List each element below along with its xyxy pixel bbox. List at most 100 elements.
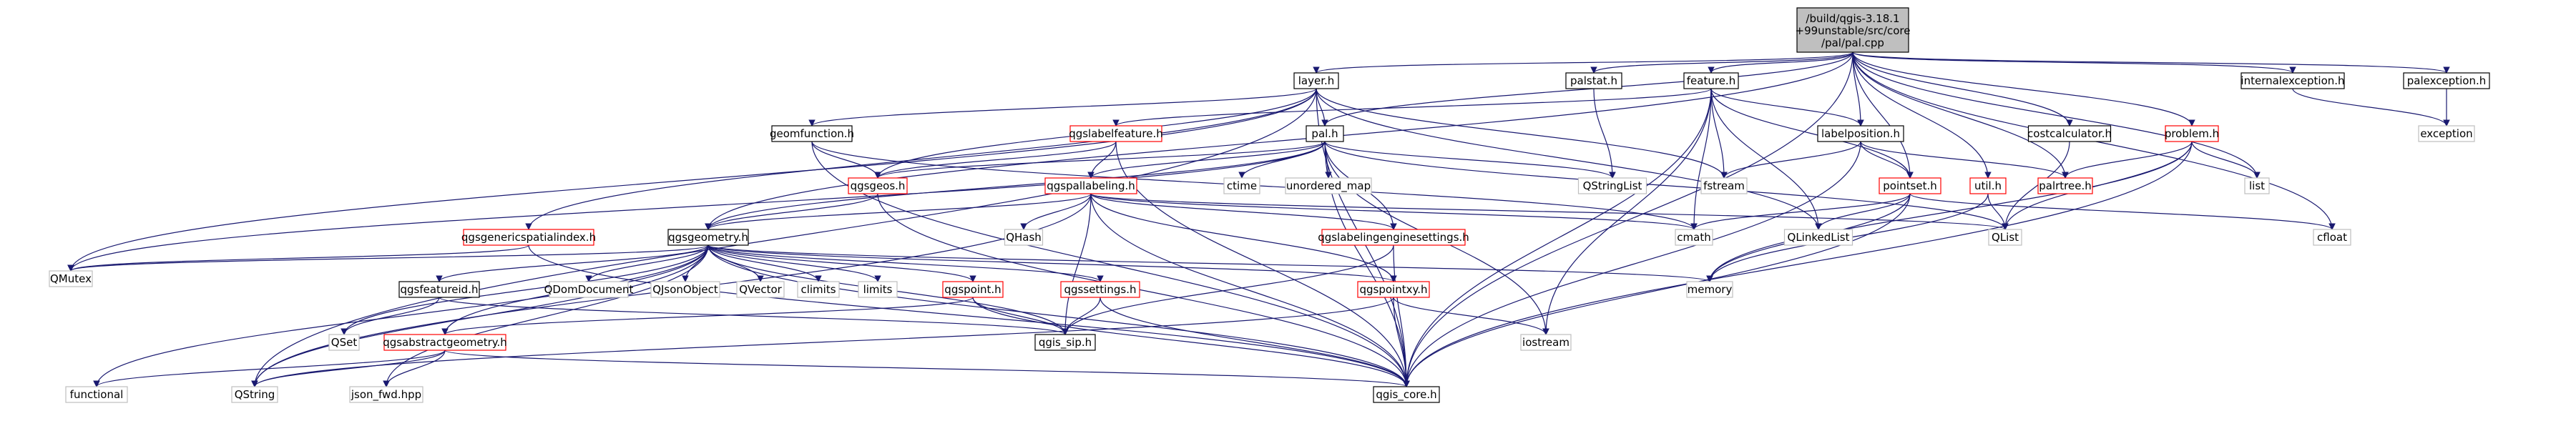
node-box: [1357, 281, 1430, 298]
root-label-line-3: /pal/pal.cpp: [1821, 36, 1884, 49]
edge-qgspoint_h-to-qgis_sip_h: [972, 297, 1069, 335]
node-box: [1988, 229, 2022, 246]
node-qgsfeatureid-h[interactable]: qgsfeatureid.h: [398, 281, 480, 298]
node-box: [1796, 7, 1909, 53]
node-util-h[interactable]: util.h: [1969, 177, 2007, 194]
node-box: [1373, 386, 1440, 403]
node-internalexception-h[interactable]: internalexception.h: [2240, 72, 2345, 89]
node-label: layer.h: [1298, 74, 1335, 87]
edge-root-to-layer_h: [1313, 51, 1853, 74]
node-qgis-sip-h[interactable]: qgis_sip.h: [1034, 334, 1096, 351]
node-qgslabelfeature-h[interactable]: qgslabelfeature.h: [1069, 125, 1163, 142]
node-costcalculator-h[interactable]: costcalculator.h: [2027, 125, 2112, 142]
edge-qgsgeometry_h-to-qstring: [251, 244, 709, 387]
node-palstat-h[interactable]: palstat.h: [1565, 72, 1622, 89]
node-box: [549, 281, 629, 298]
node-box: [349, 386, 423, 403]
node-pointset-h[interactable]: pointset.h: [1879, 177, 1941, 194]
edge-root-to-qgis_core_h: [1403, 51, 1853, 387]
node-pal-h[interactable]: pal.h: [1306, 125, 1344, 142]
node-label: qgsgeos.h: [851, 179, 906, 192]
edge-layer_h-to-geomfunction_h: [808, 88, 1317, 127]
edge-qgssettings_h-to-qgis_core_h: [1100, 297, 1410, 387]
edge-root-to-palexception_h: [1852, 51, 2450, 74]
node-box: [797, 281, 840, 298]
edge-qgsgeometry_h-to-memory: [707, 244, 1713, 282]
node-problem-h[interactable]: problem.h: [2165, 125, 2219, 142]
node-box: [65, 386, 128, 403]
node-label: qgsgeometry.h: [668, 231, 748, 244]
edge-qgspallabeling_h-to-qgslabelingenginesettings_h: [1090, 193, 1397, 230]
edge-qgspointxy_h-to-qgis_core_h: [1393, 297, 1410, 387]
node-layer-h[interactable]: layer.h: [1293, 72, 1339, 89]
node-labelposition-h[interactable]: labelposition.h: [1817, 125, 1904, 142]
node-cfloat: cfloat: [2313, 229, 2351, 246]
node-qgspallabeling-h[interactable]: qgspallabeling.h: [1044, 177, 1137, 194]
node-qgsabstractgeometry-h[interactable]: qgsabstractgeometry.h: [383, 334, 507, 351]
node-label: QDomDocument: [544, 283, 634, 296]
node-qgspointxy-h[interactable]: qgspointxy.h: [1357, 281, 1430, 298]
node-qgsgenericspatialindex-h[interactable]: qgsgenericspatialindex.h: [461, 229, 596, 246]
node-label: qgslabelfeature.h: [1069, 127, 1163, 140]
node-cmath: cmath: [1675, 229, 1713, 246]
edge-pal_h-to-qstringlist: [1324, 141, 1616, 179]
edge-qgsgeometry_h-to-qmutex: [67, 244, 709, 272]
node-box: [1321, 229, 1466, 246]
node-box: [858, 281, 898, 298]
node-box: [1060, 281, 1140, 298]
node-palrtree-h[interactable]: palrtree.h: [2037, 177, 2093, 194]
node-qgis-core-h[interactable]: qgis_core.h: [1373, 386, 1440, 403]
node-qgsgeometry-h[interactable]: qgsgeometry.h: [667, 229, 749, 246]
node-label: qgspoint.h: [944, 283, 1001, 296]
node-limits: limits: [858, 281, 898, 298]
edge-qgsabstractgeometry_h-to-json_fwd_hpp: [383, 350, 446, 387]
node-palexception-h[interactable]: palexception.h: [2403, 72, 2490, 89]
edge-qgsfeatureid_h-to-qgis_sip_h: [439, 297, 1069, 335]
edge-qgsgeometry_h-to-qgssettings_h: [707, 244, 1104, 282]
edge-problem_h-to-palrtree_h: [2062, 141, 2193, 179]
node-box: [1783, 229, 1853, 246]
edge-qgspointxy_h-to-iostream: [1393, 297, 1549, 335]
node-box: [1969, 177, 2007, 194]
node-box: [231, 386, 278, 403]
edge-costcalculator_h-to-qlist: [2002, 141, 2070, 230]
node-geomfunction-h[interactable]: geomfunction.h: [770, 125, 854, 142]
edge-qgsgeos_h-to-qgsgeometry_h: [705, 193, 878, 230]
node-qgssettings-h[interactable]: qgssettings.h: [1060, 281, 1140, 298]
node-box: [2403, 72, 2490, 89]
node-label: qgsfeatureid.h: [401, 283, 479, 296]
edge-qgspallabeling_h-to-qhash: [1020, 193, 1092, 230]
node-label: QList: [1992, 231, 2019, 244]
node-box: [1565, 72, 1622, 89]
node-root[interactable]: /build/qgis-3.18.1+99unstable/src/core/p…: [1796, 7, 1911, 53]
dependency-edges: [67, 51, 2450, 387]
node-label: iostream: [1522, 336, 1569, 349]
edge-root-to-list: [1852, 51, 2261, 179]
node-label: ctime: [1227, 179, 1257, 192]
edge-qgslabelfeature_h-to-qgspallabeling_h: [1087, 141, 1117, 179]
node-label: qgspallabeling.h: [1047, 179, 1135, 192]
node-box: [1293, 72, 1339, 89]
node-qstring: QString: [231, 386, 278, 403]
edge-qgsgeometry_h-to-qgspoint_h: [707, 244, 976, 282]
node-feature-h[interactable]: feature.h: [1683, 72, 1739, 89]
node-label: cmath: [1677, 231, 1710, 244]
node-qset: QSet: [328, 334, 360, 351]
node-label: functional: [70, 388, 124, 401]
node-label: climits: [800, 283, 836, 296]
node-qgslabelingenginesettings-h[interactable]: qgslabelingenginesettings.h: [1318, 229, 1469, 246]
edge-feature_h-to-qlinkedlist: [1710, 88, 1822, 230]
node-qgsgeos-h[interactable]: qgsgeos.h: [848, 177, 908, 194]
edge-root-to-palrtree_h: [1852, 51, 2069, 179]
node-box: [1686, 281, 1733, 298]
node-qjsonobject: QJsonObject: [650, 281, 720, 298]
edge-qgsabstractgeometry_h-to-qgis_core_h: [444, 350, 1410, 387]
node-label: costcalculator.h: [2027, 127, 2112, 140]
edge-feature_h-to-cmath: [1690, 88, 1712, 230]
node-qgspoint-h[interactable]: qgspoint.h: [942, 281, 1004, 298]
edge-root-to-feature_h: [1708, 51, 1853, 74]
edge-qgspallabeling_h-to-qgis_core_h: [1090, 193, 1410, 387]
edge-pointset_h-to-cfloat: [1909, 193, 2336, 230]
root-label-line-1: /build/qgis-3.18.1: [1806, 12, 1899, 25]
node-box: [1817, 125, 1904, 142]
